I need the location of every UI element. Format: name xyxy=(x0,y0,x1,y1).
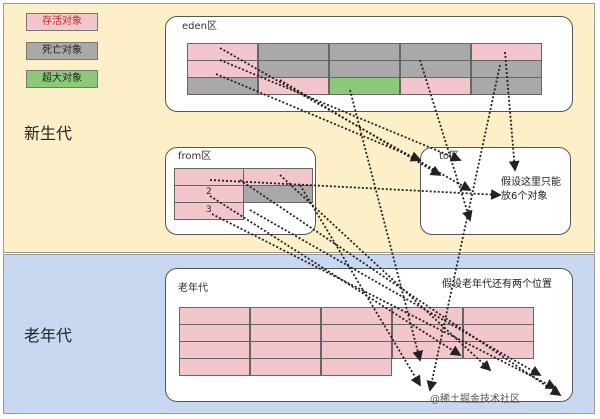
from-cell-1 xyxy=(174,168,244,186)
old-cell-r3-c5 xyxy=(463,341,534,359)
eden-cell-r2-c3 xyxy=(329,60,400,78)
old-cell-r2-c5 xyxy=(463,324,534,342)
eden-cell-r1-c5 xyxy=(471,43,542,61)
old-cell-r1-c2 xyxy=(250,307,321,325)
old-cell-r3-c4 xyxy=(392,341,463,359)
legend-big-object: 超大对象 xyxy=(26,70,98,88)
eden-cell-r3-c2 xyxy=(258,77,329,95)
from-title: from区 xyxy=(178,151,212,162)
old-cell-r1-c3 xyxy=(321,307,392,325)
old-cell-r3-c3 xyxy=(321,341,392,359)
old-capacity-note: 假设老年代还有两个位置 xyxy=(442,279,552,290)
legend-dead-object: 死亡对象 xyxy=(26,42,98,60)
old-cell-r4-c2 xyxy=(250,358,321,376)
from-cell-4 xyxy=(243,168,313,186)
eden-cell-r3-c1 xyxy=(187,77,258,95)
to-title: to区 xyxy=(439,151,460,162)
eden-cell-r2-c5 xyxy=(471,60,542,78)
eden-space: eden区 xyxy=(165,16,573,112)
legend-live-object: 存活对象 xyxy=(26,13,98,31)
to-capacity-note: 假设这里只能放6个对象 xyxy=(501,177,561,202)
eden-cell-r3-c5 xyxy=(471,77,542,95)
old-cell-r4-c1 xyxy=(179,358,250,376)
old-cell-r1-c5 xyxy=(463,307,534,325)
old-cell-r1-c1 xyxy=(179,307,250,325)
eden-cell-r1-c3 xyxy=(329,43,400,61)
from-cell-label-2: 2 xyxy=(206,187,212,197)
old-cell-r2-c1 xyxy=(179,324,250,342)
old-cell-r2-c2 xyxy=(250,324,321,342)
old-cell-r4-c3 xyxy=(321,358,392,376)
watermark: @稀土掘金技术社区 xyxy=(430,394,520,405)
old-space-title: 老年代 xyxy=(178,283,208,294)
from-cell-5 xyxy=(243,185,313,203)
to-survivor-space: to区 假设这里只能放6个对象 xyxy=(420,147,571,235)
from-survivor-space: from区 2 3 xyxy=(165,147,316,235)
eden-cell-r3-c4 xyxy=(400,77,471,95)
old-cell-r1-c4 xyxy=(392,307,463,325)
young-generation-label: 新生代 xyxy=(24,124,73,143)
eden-cell-r3-c3 xyxy=(329,77,400,95)
from-cell-label-3: 3 xyxy=(206,205,212,215)
eden-cell-r2-c4 xyxy=(400,60,471,78)
old-cell-r2-c4 xyxy=(392,324,463,342)
eden-cell-r2-c2 xyxy=(258,60,329,78)
eden-cell-r2-c1 xyxy=(187,60,258,78)
eden-cell-r1-c1 xyxy=(187,43,258,61)
old-cell-r2-c3 xyxy=(321,324,392,342)
old-cell-r3-c2 xyxy=(250,341,321,359)
old-generation-label: 老年代 xyxy=(24,326,73,345)
eden-cell-r1-c4 xyxy=(400,43,471,61)
old-generation-space: 老年代 假设老年代还有两个位置 xyxy=(165,268,573,402)
old-cell-r3-c1 xyxy=(179,341,250,359)
eden-title: eden区 xyxy=(182,21,217,32)
eden-cell-r1-c2 xyxy=(258,43,329,61)
